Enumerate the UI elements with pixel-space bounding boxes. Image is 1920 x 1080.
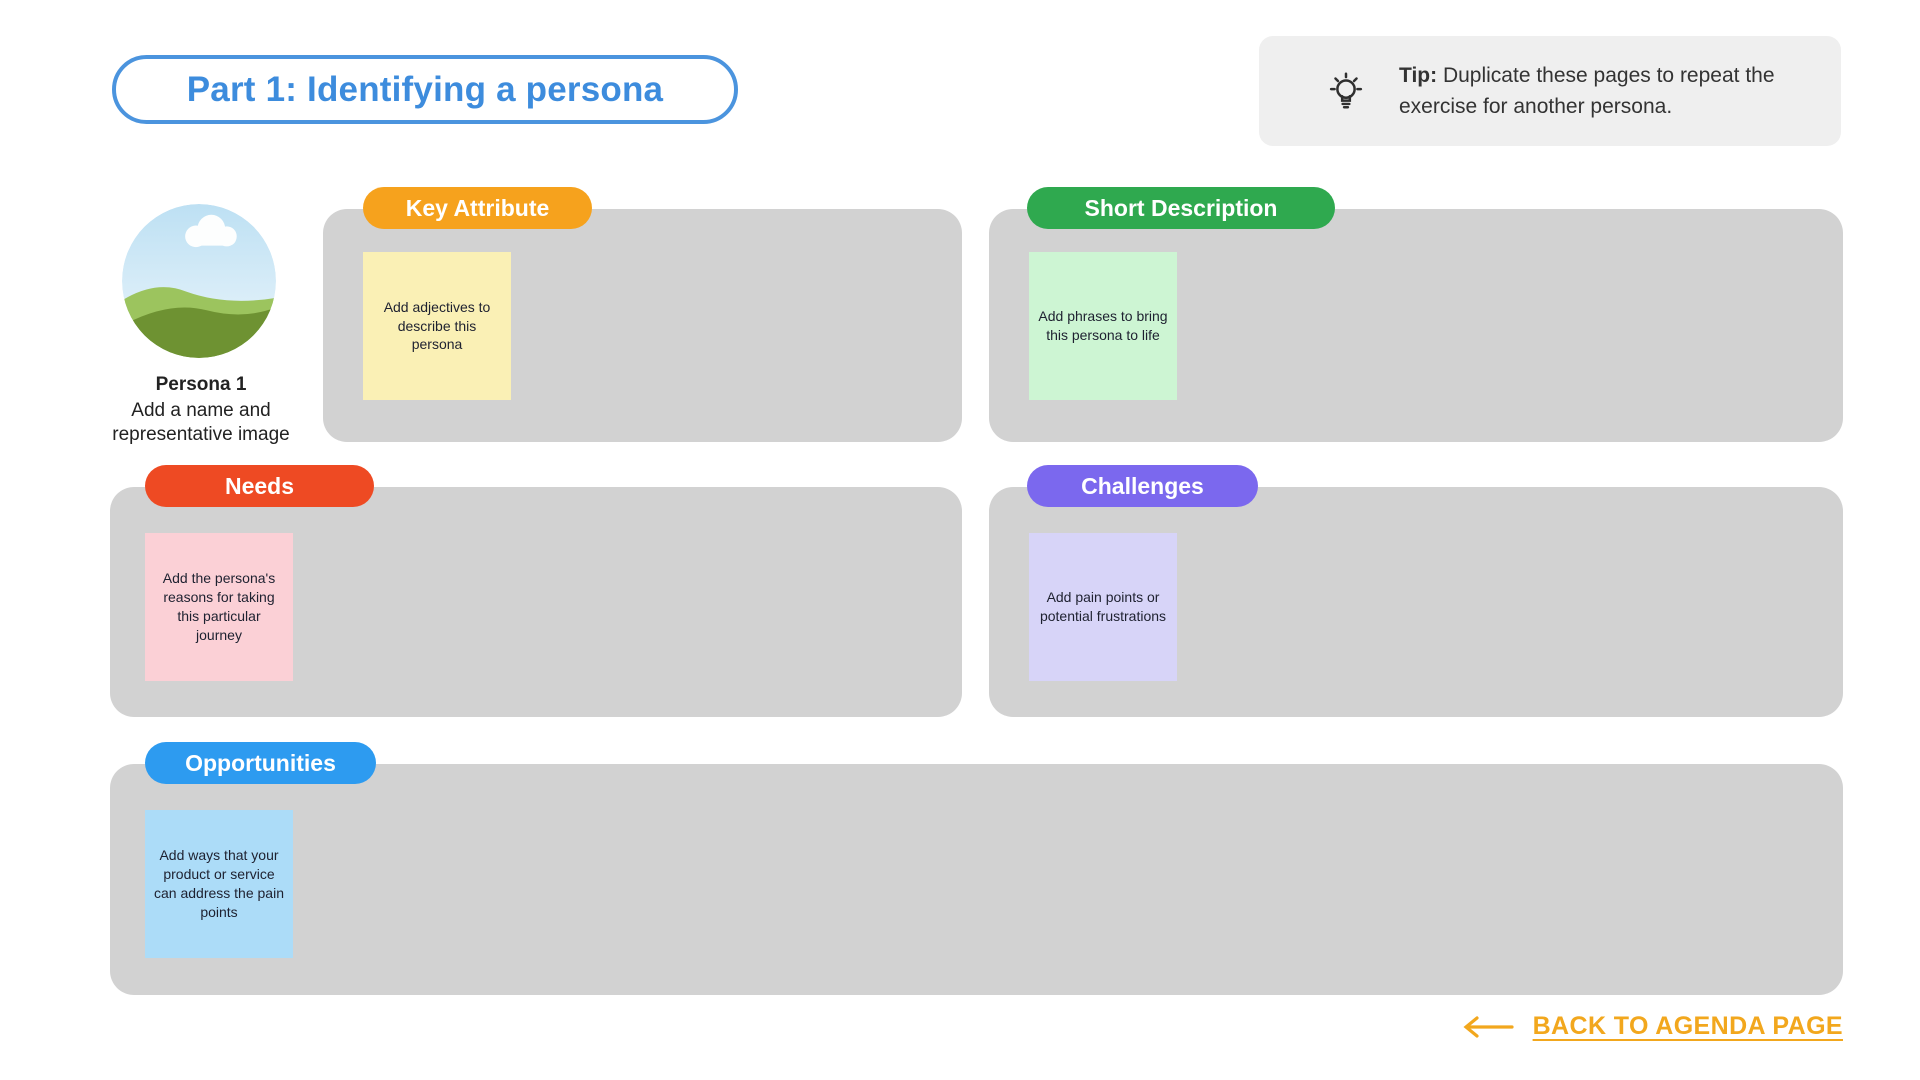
tip-callout: Tip: Duplicate these pages to repeat the… (1259, 36, 1841, 146)
short-description-label: Short Description (1084, 194, 1278, 221)
needs-label-pill: Needs (145, 465, 374, 507)
persona-caption: Add a name and representative image (112, 400, 290, 446)
persona-avatar[interactable] (122, 204, 276, 358)
tip-label: Tip: (1399, 64, 1438, 87)
opportunities-label-pill: Opportunities (145, 742, 376, 784)
back-to-agenda-label: BACK TO AGENDA PAGE (1532, 1012, 1843, 1040)
short-description-sticky-note[interactable]: Add phrases to bring this persona to lif… (1029, 252, 1177, 400)
page-title: Part 1: Identifying a persona (186, 69, 664, 109)
landscape-placeholder-image (122, 204, 276, 358)
challenges-label: Challenges (1081, 472, 1204, 499)
opportunities-panel (110, 764, 1843, 995)
challenges-sticky-note[interactable]: Add pain points or potential frustration… (1029, 533, 1177, 681)
left-arrow-icon (1463, 1015, 1514, 1038)
key-attribute-label-pill: Key Attribute (363, 187, 592, 229)
opportunities-sticky-note[interactable]: Add ways that your product or service ca… (145, 810, 293, 958)
needs-label: Needs (224, 472, 295, 499)
challenges-label-pill: Challenges (1027, 465, 1258, 507)
key-attribute-sticky-note[interactable]: Add adjectives to describe this persona (363, 252, 511, 400)
needs-sticky-note[interactable]: Add the persona's reasons for taking thi… (145, 533, 293, 681)
back-to-agenda-link[interactable]: BACK TO AGENDA PAGE (1461, 1012, 1843, 1041)
tip-text: Tip: Duplicate these pages to repeat the… (1399, 60, 1811, 122)
lightbulb-icon (1323, 68, 1369, 114)
page-title-pill: Part 1: Identifying a persona (112, 55, 738, 124)
key-attribute-label: Key Attribute (405, 194, 550, 221)
tip-body: Duplicate these pages to repeat the exer… (1399, 64, 1775, 118)
persona-name: Persona 1 (155, 374, 247, 395)
short-description-label-pill: Short Description (1027, 187, 1335, 229)
opportunities-label: Opportunities (185, 749, 336, 776)
persona-label-block: Persona 1 Add a name and representative … (76, 374, 326, 448)
